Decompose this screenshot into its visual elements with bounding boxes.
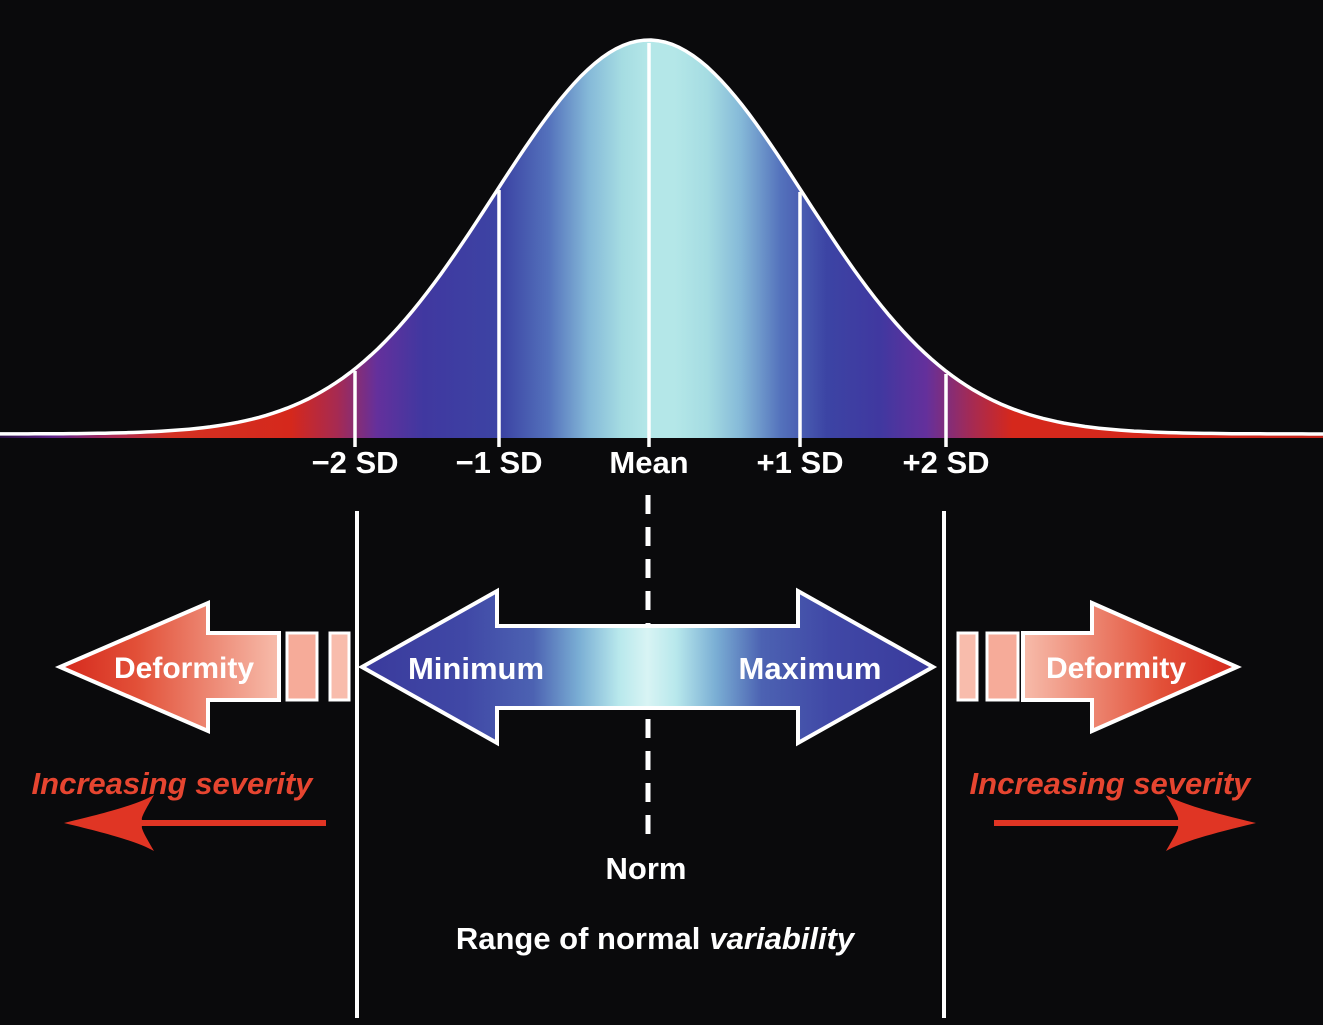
maximum-label: Maximum — [739, 651, 882, 686]
sd-label-minus2: −2 SD — [311, 445, 398, 480]
severity-bar-right-narrow — [956, 631, 979, 702]
severity-text-right: Increasing severity — [970, 766, 1253, 801]
deformity-arrow-right — [1021, 599, 1242, 735]
sd-label-minus1: −1 SD — [455, 445, 542, 480]
norm-label: Norm — [606, 851, 687, 886]
severity-bar-left-narrow — [328, 631, 351, 702]
severity-arrow-right — [994, 795, 1256, 851]
sd-label-plus2: +2 SD — [902, 445, 989, 480]
minmax-arrow — [357, 587, 938, 747]
bell-curve-stroke — [0, 38, 1323, 436]
deformity-arrow-left — [54, 599, 281, 735]
severity-bar-right-wide — [985, 631, 1020, 702]
range-label-italic: variability — [709, 921, 855, 956]
severity-bar-left-wide — [285, 631, 319, 702]
sd-label-plus1: +1 SD — [756, 445, 843, 480]
minimum-label: Minimum — [408, 651, 544, 686]
bell-curve-fill — [0, 40, 1323, 438]
sd-label-mean: Mean — [609, 445, 688, 480]
deformity-label-right: Deformity — [1046, 652, 1186, 685]
severity-arrow-left — [64, 795, 326, 851]
severity-text-left: Increasing severity — [32, 766, 315, 801]
deformity-label-left: Deformity — [114, 652, 254, 685]
range-label-regular: Range of normal — [456, 921, 701, 956]
